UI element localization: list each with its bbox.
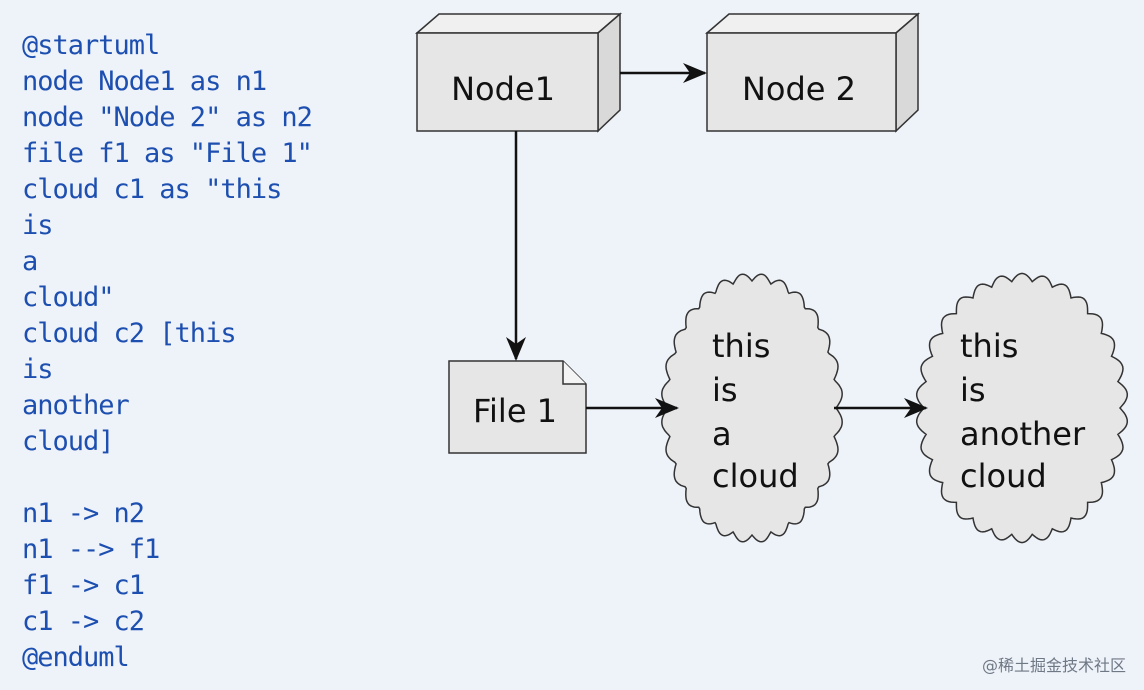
code-line: @enduml	[22, 642, 130, 673]
code-line: cloud]	[22, 426, 115, 457]
node-n1-label: Node1	[451, 70, 555, 108]
plantuml-source-code: @startuml node Node1 as n1 node "Node 2"…	[22, 30, 382, 675]
cloud-c2-line: this	[960, 327, 1018, 365]
code-line: another	[22, 390, 130, 421]
file-f1-label: File 1	[473, 392, 557, 430]
cloud-c1: this is a cloud	[661, 273, 843, 543]
cloud-c1-line: a	[712, 415, 732, 453]
file-f1: File 1	[448, 360, 587, 454]
cloud-c2-line: is	[960, 371, 986, 409]
code-line: a	[22, 246, 38, 277]
code-line: file f1 as "File 1"	[22, 138, 313, 169]
code-line: f1 -> c1	[22, 570, 145, 601]
cloud-c1-line: cloud	[712, 457, 799, 495]
cloud-c2: this is another cloud	[915, 272, 1129, 544]
node-n2: Node 2	[704, 12, 921, 133]
code-line: @startuml	[22, 30, 160, 61]
watermark: @稀土掘金技术社区	[981, 656, 1126, 675]
node-n1: Node1	[414, 12, 623, 133]
cloud-c1-line: is	[712, 371, 738, 409]
node-n2-label: Node 2	[742, 70, 856, 108]
code-line: node Node1 as n1	[22, 66, 267, 97]
code-line: node "Node 2" as n2	[22, 102, 313, 133]
code-line: cloud c2 [this	[22, 318, 237, 349]
code-line: c1 -> c2	[22, 606, 145, 637]
code-line: is	[22, 354, 54, 385]
code-line: n1 -> n2	[22, 498, 145, 529]
code-line: is	[22, 210, 54, 241]
cloud-c1-line: this	[712, 327, 770, 365]
cloud-c2-line: cloud	[960, 457, 1047, 495]
code-line: cloud"	[22, 282, 115, 313]
cloud-c2-line: another	[960, 415, 1086, 453]
code-line: n1 --> f1	[22, 534, 160, 565]
code-line: cloud c1 as "this	[22, 174, 282, 205]
